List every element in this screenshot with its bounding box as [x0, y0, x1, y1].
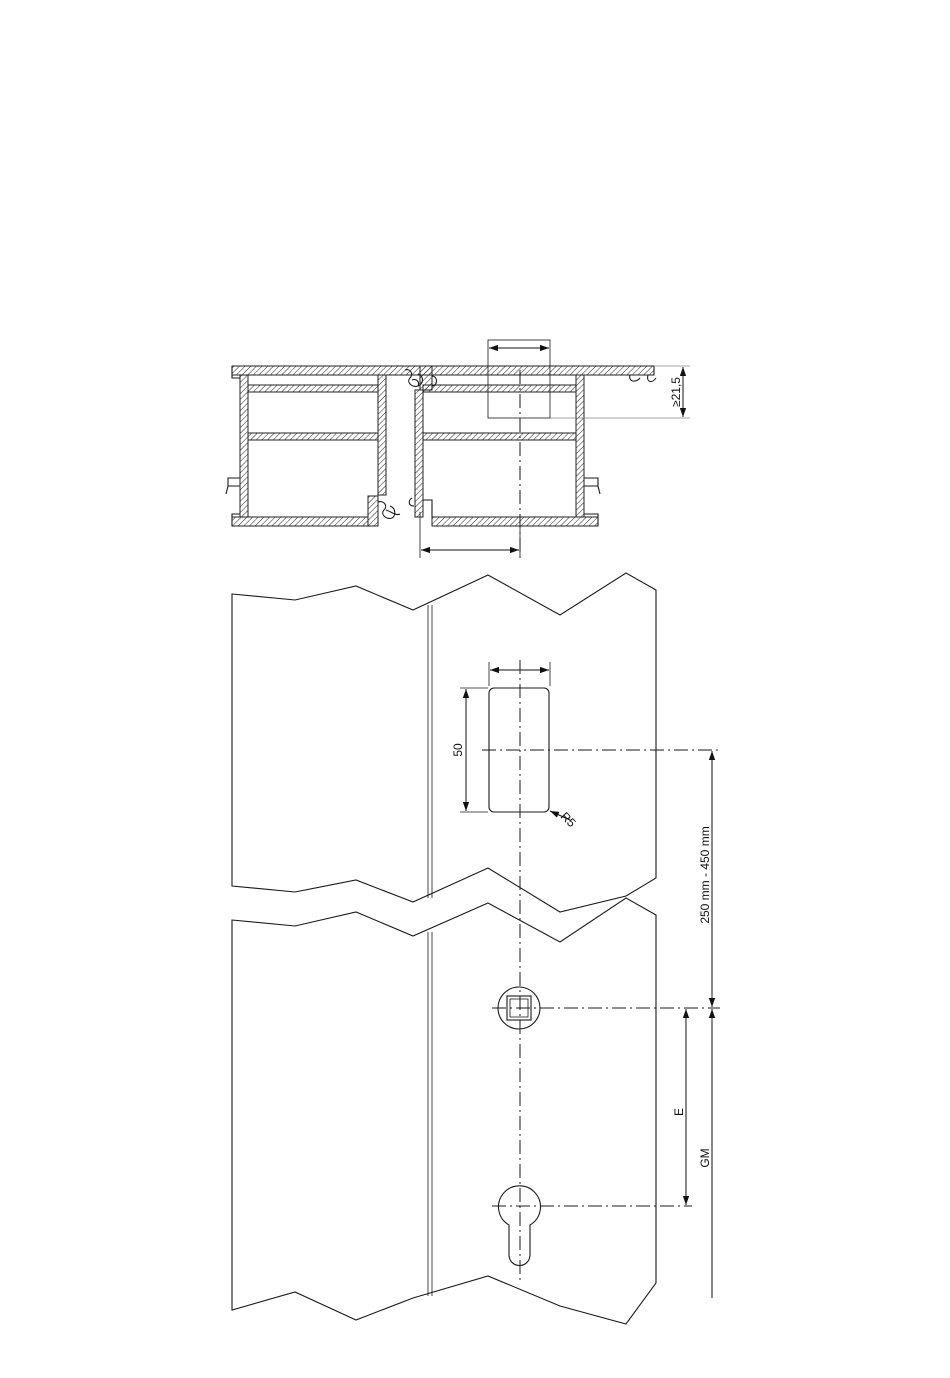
dim-gm-label: GM [698, 1148, 712, 1167]
door-leaf-upper-outline [232, 573, 656, 912]
web-left-1 [248, 385, 378, 392]
dim-spacing-label: 250 mm - 450 mm [698, 826, 712, 923]
web-right-2 [423, 433, 576, 440]
door-elevation-upper: 50 R5 [232, 573, 720, 912]
door-leaf-lower-outline [232, 898, 656, 1324]
right-outer-wall [576, 375, 584, 517]
right-inner-wall [415, 390, 423, 517]
web-right-1 [423, 385, 576, 392]
top-flange-right [432, 366, 654, 375]
dim-backset-label: E [672, 1108, 686, 1116]
door-elevation-lower: 250 mm - 450 mm E GM [232, 660, 720, 1324]
bottom-flange-left [232, 517, 368, 526]
bottom-flange-right [432, 517, 598, 526]
dim-min-height-label: ≥21,5 [669, 377, 683, 407]
left-hook-mid [226, 478, 240, 494]
web-left-2 [248, 433, 378, 440]
dim-cutout-height-label: 50 [451, 743, 465, 757]
top-flange-left [232, 366, 432, 375]
left-outer-wall [240, 375, 248, 517]
cutout-outline-section [488, 340, 550, 418]
radius-label: R5 [558, 809, 579, 830]
right-hook-mid [584, 478, 600, 494]
left-inner-wall [378, 375, 386, 495]
profile-cross-section: ≥21,5 [226, 340, 690, 560]
